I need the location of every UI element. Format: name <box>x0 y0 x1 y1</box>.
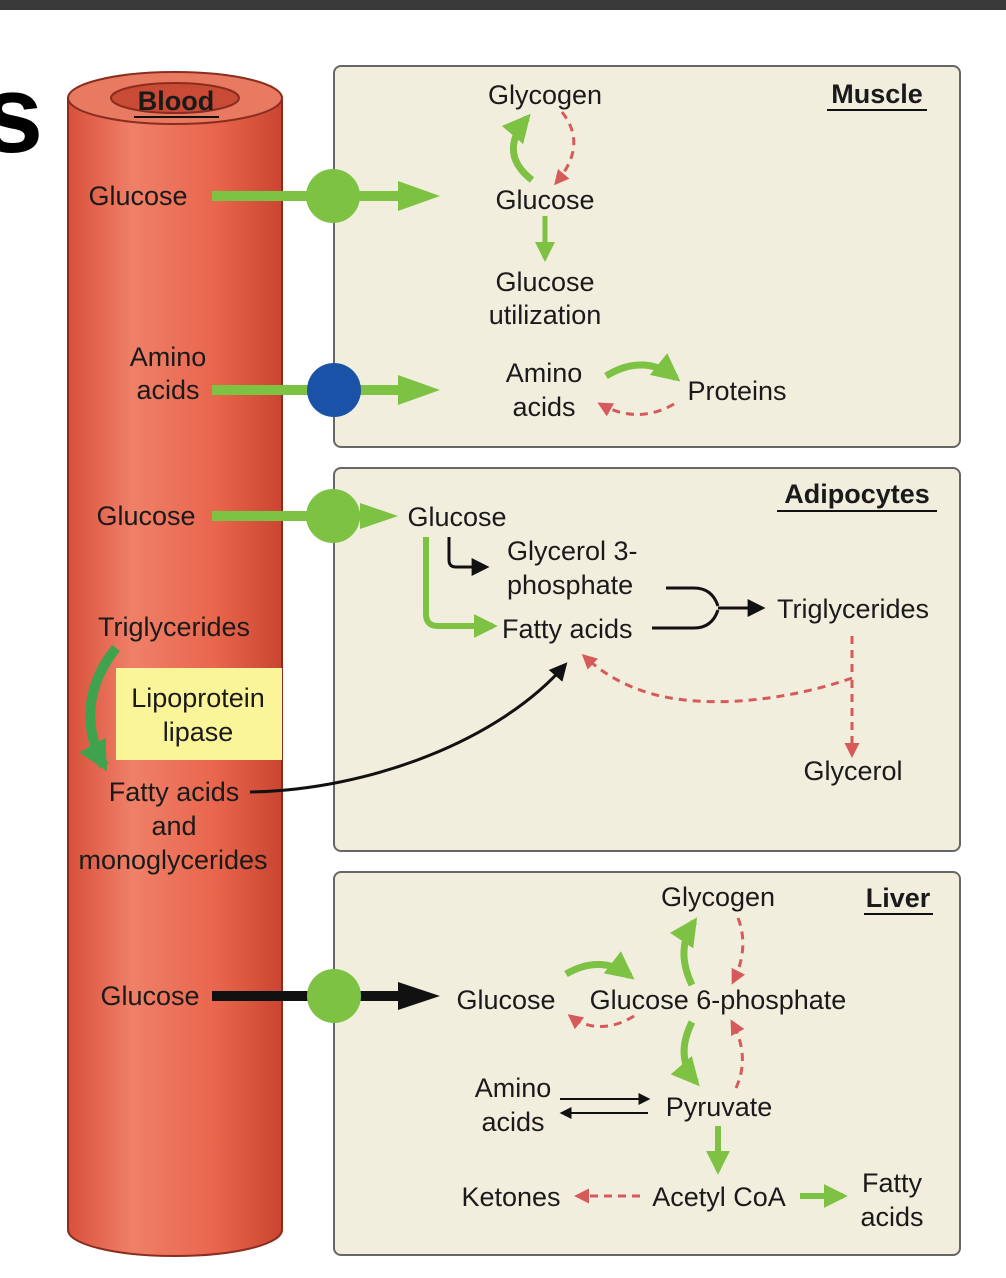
muscle-amino-line1: Amino <box>506 358 583 388</box>
adipo-glycerol: Glycerol <box>803 756 902 786</box>
adipo-glycerol3-line1: Glycerol 3- <box>507 536 638 566</box>
top-bar <box>0 0 1006 10</box>
gluconeogenesis-arrow <box>730 1019 745 1089</box>
adipo-glucose: Glucose <box>407 502 506 532</box>
liver-glycogenesis-arrow <box>669 917 698 987</box>
adipo-glycerol3-line2: phosphate <box>507 570 633 600</box>
amino-acid-transport-muscle <box>212 363 440 417</box>
esterification-arrows <box>652 586 766 630</box>
lipase-label: lipase <box>163 717 234 747</box>
blood-fatty-acids-label: Fatty acids <box>109 777 240 807</box>
amino-acid-transporter <box>307 363 361 417</box>
lipoprotein-label: Lipoprotein <box>131 683 265 713</box>
adipo-triglycerides: Triglycerides <box>777 594 929 624</box>
liver-glycogenolysis-arrow <box>731 917 746 985</box>
glucose-transport-adipocytes <box>212 489 398 543</box>
liver-fatty-line1: Fatty <box>862 1168 923 1198</box>
glucose-transporter-muscle <box>306 169 360 223</box>
liver-panel <box>333 871 961 1256</box>
liver-title: Liver <box>866 883 931 913</box>
muscle-panel <box>333 65 961 448</box>
liver-acetyl-coa: Acetyl CoA <box>652 1182 786 1212</box>
glycogenesis-arrow <box>501 113 535 183</box>
blood-amino-label-line1: Amino <box>130 342 207 372</box>
liver-glycogen: Glycogen <box>661 882 775 912</box>
blood-glucose-label-2: Glucose <box>96 501 195 531</box>
blood-glucose-label-1: Glucose <box>88 181 187 211</box>
blood-monoglycerides-label: monoglycerides <box>78 845 267 875</box>
glucose-phosphorylation-arrow <box>564 951 635 980</box>
liver-amino-line2: acids <box>481 1107 544 1137</box>
lipase-conversion-arrow <box>79 644 120 772</box>
glycolysis-arrow <box>670 1020 700 1087</box>
muscle-amino-line2: acids <box>512 392 575 422</box>
lipolysis-arrows <box>581 636 860 758</box>
liver-ketones: Ketones <box>461 1182 560 1212</box>
muscle-glycogen: Glycogen <box>488 80 602 110</box>
adipo-fatty-acids: Fatty acids <box>502 614 633 644</box>
muscle-glucose: Glucose <box>495 185 594 215</box>
muscle-proteins: Proteins <box>687 376 786 406</box>
blood-glucose-label-3: Glucose <box>100 981 199 1011</box>
lipogenesis-arrow <box>423 537 498 638</box>
fatty-acid-uptake-arrow <box>249 662 568 794</box>
muscle-glucose-utilization-line1: Glucose <box>495 267 594 297</box>
liver-glucose: Glucose <box>456 985 555 1015</box>
glucose-transporter-liver <box>307 969 361 1023</box>
glucose-transport-muscle <box>212 169 440 223</box>
liver-pyruvate: Pyruvate <box>666 1092 773 1122</box>
blood-title: Blood <box>138 86 214 116</box>
glucose-transporter-adipocytes <box>306 489 360 543</box>
blood-triglycerides-label: Triglycerides <box>98 612 250 642</box>
adipocytes-panel <box>333 467 961 852</box>
protein-synthesis-arrow <box>604 353 681 382</box>
adipocytes-title: Adipocytes <box>784 479 930 509</box>
lipoprotein-lipase-box <box>116 668 282 760</box>
glucose-release-arrow <box>567 1014 635 1030</box>
muscle-glucose-utilization-line2: utilization <box>489 300 602 330</box>
blood-amino-label-line2: acids <box>136 375 199 405</box>
liver-glucose-6-phosphate: Glucose 6-phosphate <box>590 985 847 1015</box>
liver-fatty-line2: acids <box>860 1202 923 1232</box>
muscle-title: Muscle <box>831 79 923 109</box>
glucose-transport-liver <box>212 969 440 1023</box>
glucose-to-glycerol3p-arrow <box>447 537 490 576</box>
corner-letter-fragment: s <box>0 53 43 176</box>
blood-and-label: and <box>151 811 196 841</box>
liver-amino-line1: Amino <box>475 1073 552 1103</box>
